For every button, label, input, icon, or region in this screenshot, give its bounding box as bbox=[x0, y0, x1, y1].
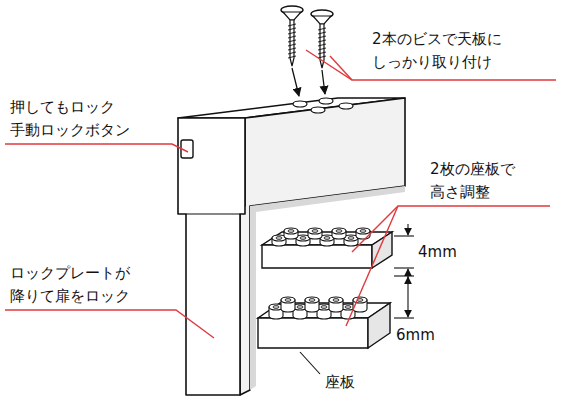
screw-hole bbox=[339, 103, 353, 109]
stud bbox=[332, 228, 346, 239]
dimension-4mm bbox=[394, 224, 414, 280]
stud bbox=[356, 228, 370, 239]
thread-stroke bbox=[318, 28, 326, 30]
thread-stroke bbox=[318, 44, 326, 46]
dimension-label: 6mm bbox=[396, 324, 456, 347]
screw bbox=[281, 6, 303, 96]
callout-text: 2枚の座板で 高さ調整 bbox=[430, 158, 550, 204]
screw bbox=[311, 10, 333, 94]
thread-stroke bbox=[318, 32, 326, 34]
thread-stroke bbox=[318, 56, 326, 58]
body-edge bbox=[186, 213, 240, 214]
thread-stroke bbox=[288, 32, 296, 34]
plate-studs bbox=[269, 297, 367, 319]
seat-plate-upper bbox=[262, 232, 392, 268]
dimension-label: 4mm bbox=[418, 241, 478, 264]
thread-stroke bbox=[318, 40, 326, 42]
stud bbox=[284, 228, 298, 239]
thread-stroke bbox=[318, 52, 326, 54]
stud bbox=[281, 297, 295, 312]
plate-studs bbox=[272, 228, 370, 246]
screw-hole bbox=[311, 107, 325, 113]
thread-stroke bbox=[288, 44, 296, 46]
screw-hole bbox=[293, 101, 307, 107]
thread-stroke bbox=[288, 48, 296, 50]
callout-text: 2本のビスで天板に しっかり取り付け bbox=[372, 28, 542, 74]
thread-stroke bbox=[288, 52, 296, 54]
callout-text: ロックプレートが 降りて扉をロック bbox=[10, 262, 160, 308]
body-side-face bbox=[240, 98, 405, 395]
thread-stroke bbox=[318, 48, 326, 50]
body-front-face bbox=[178, 118, 245, 395]
callout-text: 押してもロック 手動ロックボタン bbox=[10, 96, 150, 142]
thread-stroke bbox=[288, 28, 296, 30]
stud bbox=[308, 228, 322, 239]
thread-stroke bbox=[288, 36, 296, 38]
seat-plate-lower bbox=[258, 303, 390, 348]
callout-leaders bbox=[5, 50, 556, 338]
screw-hole bbox=[319, 98, 333, 104]
thread-stroke bbox=[318, 36, 326, 38]
part-name: 座板 bbox=[325, 371, 385, 394]
thread-stroke bbox=[288, 24, 296, 26]
opening-shade bbox=[250, 186, 405, 390]
dimension-6mm bbox=[394, 276, 414, 318]
stud bbox=[329, 297, 343, 312]
stud bbox=[305, 297, 319, 312]
part-leader bbox=[300, 352, 320, 374]
thread-stroke bbox=[288, 56, 296, 58]
thread-stroke bbox=[288, 40, 296, 42]
screw-threads bbox=[288, 24, 326, 58]
